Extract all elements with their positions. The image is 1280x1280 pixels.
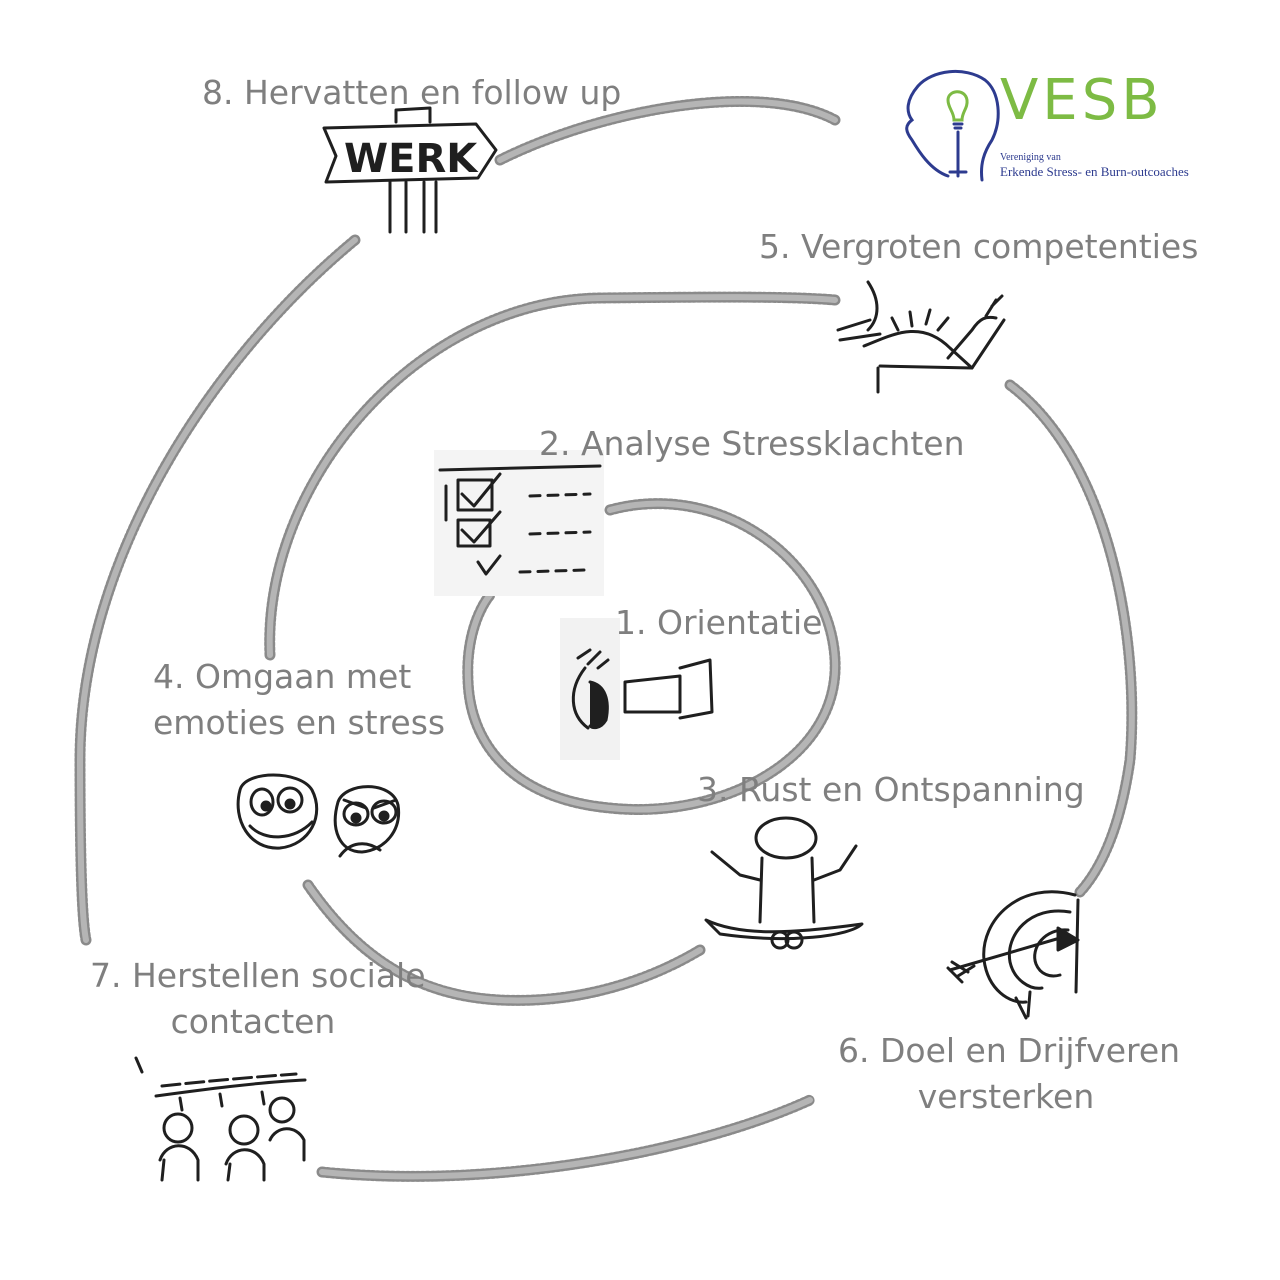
- muscle-arm-icon: [836, 280, 1006, 394]
- step-3-label: 3. Rust en Ontspanning: [697, 770, 1085, 809]
- target-arrow-icon: [946, 890, 1080, 1020]
- step-7-line2: contacten: [170, 1002, 336, 1041]
- step-7-label: 7. Herstellen sociale contacten: [90, 953, 426, 1045]
- signpost-icon: WERK: [322, 106, 498, 234]
- step-6-label: 6. Doel en Drijfveren versterken: [838, 1028, 1181, 1120]
- logo-name: VESB: [1000, 68, 1164, 133]
- step-1-label: 1. Orientatie: [615, 603, 823, 642]
- step-4-label: 4. Omgaan met emoties en stress: [153, 654, 445, 746]
- step-2-label: 2. Analyse Stressklachten: [539, 424, 965, 463]
- logo-subtitle-line2: Erkende Stress- en Burn-outcoaches: [1000, 164, 1189, 179]
- emotion-faces-icon: [236, 773, 401, 858]
- checklist-icon: [434, 450, 604, 596]
- step-4-line1: 4. Omgaan met: [153, 657, 412, 696]
- step-6-line2: versterken: [917, 1077, 1095, 1116]
- step-8-label: 8. Hervatten en follow up: [202, 73, 622, 112]
- step-6-line1: 6. Doel en Drijfveren: [838, 1031, 1181, 1070]
- people-group-icon: [134, 1056, 307, 1182]
- eye-telescope-icon: [560, 618, 714, 760]
- step-5-label: 5. Vergroten competenties: [759, 227, 1199, 266]
- step-7-line1: 7. Herstellen sociale: [90, 956, 426, 995]
- step-4-line2: emoties en stress: [153, 703, 446, 742]
- logo-subtitle-line1: Vereniging van: [1000, 152, 1061, 163]
- meditation-icon: [704, 816, 864, 950]
- signpost-text: WERK: [344, 136, 479, 182]
- spiral-path: [74, 95, 1138, 1182]
- logo-head-icon: [905, 69, 1000, 182]
- vesb-logo: VESB Vereniging van Erkende Stress- en B…: [900, 68, 1189, 188]
